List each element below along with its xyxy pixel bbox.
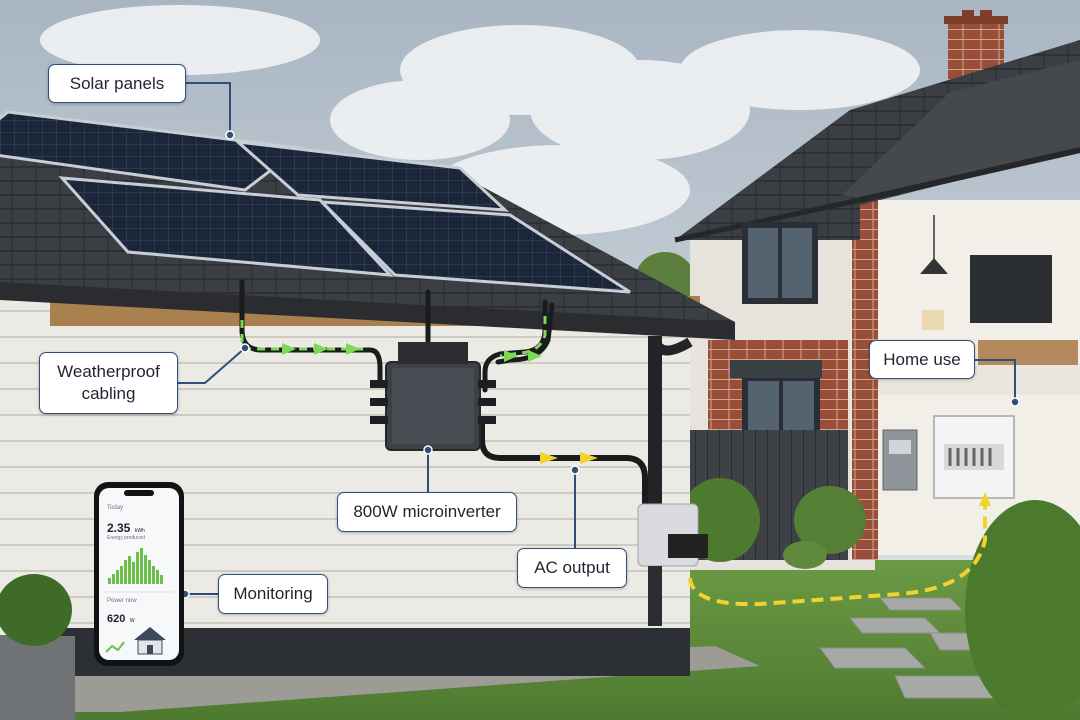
phone-energy-readout: 2.35 kWh [107, 519, 145, 537]
callout-solar-panels: Solar panels [48, 64, 186, 103]
yellow-arrow-icon [580, 452, 598, 464]
yellow-arrow-icon [540, 452, 558, 464]
green-arrow-icon [346, 343, 360, 355]
ac-cabling [479, 420, 648, 505]
solar-panel-array [0, 110, 631, 294]
callout-ac-output-text: AC output [534, 558, 610, 577]
leader-cabling [178, 347, 246, 384]
callout-weatherproof-cabling: Weatherproof cabling [39, 352, 178, 414]
neighbour-house [674, 10, 1080, 570]
leader-lines [178, 82, 1020, 599]
callout-microinverter-text: 800W microinverter [353, 502, 501, 521]
phone-power-unit: W [129, 618, 135, 624]
ac-isolator-box [637, 503, 708, 626]
callout-ac-output: AC output [517, 548, 627, 588]
callout-home-use: Home use [869, 340, 975, 379]
callout-microinverter: 800W microinverter [337, 492, 517, 532]
phone-today-label: Today [107, 505, 124, 511]
dc-flow-path-right [499, 316, 547, 358]
ac-flow-arrows [540, 452, 991, 607]
phone-energy-caption: Energy produced [107, 535, 146, 541]
green-arrow-icon [528, 350, 542, 362]
monitoring-phone [94, 482, 184, 666]
phone-energy-value: 2.35 [107, 521, 131, 535]
phone-power-readout: 620 W [107, 609, 135, 627]
phone-power-label: Power now [107, 598, 137, 604]
callout-monitoring: Monitoring [218, 574, 328, 614]
green-arrow-icon [314, 343, 328, 355]
leader-solar-panels [186, 82, 231, 135]
callout-monitoring-text: Monitoring [233, 584, 313, 603]
house-icon [134, 627, 166, 655]
callout-cabling-line1: Weatherproof [57, 362, 160, 381]
energy-bar-chart [108, 548, 163, 584]
green-arrow-icon [504, 350, 518, 362]
foreground-shrub [965, 500, 1080, 720]
green-arrow-icon [282, 343, 296, 355]
ac-flow-path-to-house [688, 500, 987, 607]
clouds [40, 5, 920, 235]
callout-cabling-line2: cabling [81, 384, 136, 403]
callout-solar-panels-text: Solar panels [69, 73, 165, 93]
leader-home-use [975, 359, 1016, 402]
phone-power-value: 620 [107, 613, 126, 625]
yellow-arrow-icon [979, 492, 991, 506]
microinverter [370, 342, 496, 451]
phone-energy-unit: kWh [134, 528, 145, 534]
callout-home-use-text: Home use [883, 349, 961, 369]
